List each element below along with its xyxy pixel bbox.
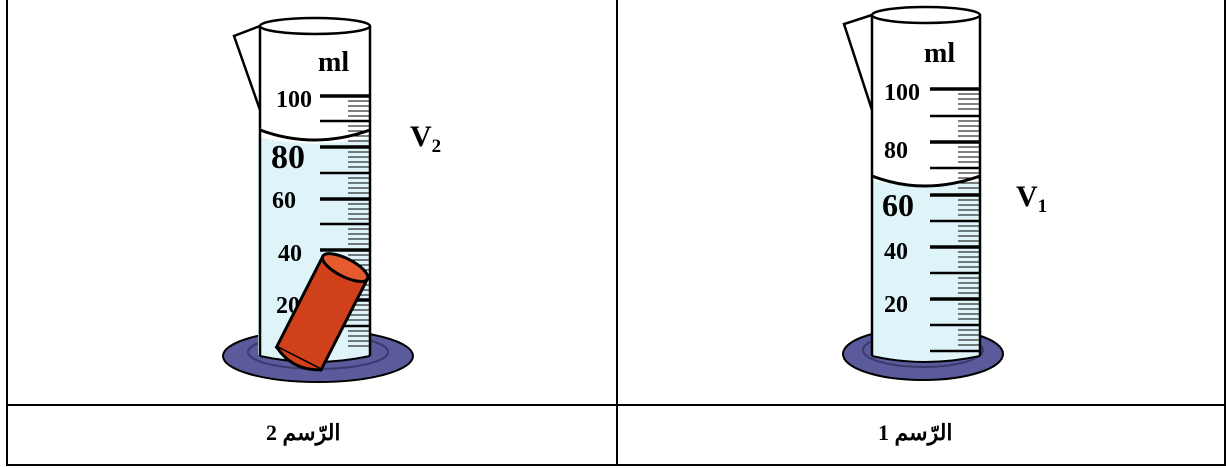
tick-label-80: 80 — [884, 138, 908, 164]
unit-label: ml — [924, 38, 955, 69]
graduated-cylinder-1: 100 80 60 40 20 ml V1 — [842, 5, 1047, 381]
caption-divider — [616, 404, 618, 464]
tick-label-100: 100 — [884, 80, 920, 106]
tick-label-20: 20 — [884, 292, 908, 318]
major-ticks — [930, 87, 980, 301]
meniscus — [871, 174, 981, 188]
volume-label-v1: V1 — [1016, 180, 1047, 217]
unit-label: ml — [318, 47, 349, 78]
tick-label-60: 60 — [272, 188, 296, 214]
caption-word: الرّسم — [894, 420, 953, 445]
tick-label-80: 80 — [271, 139, 305, 176]
submerged-object — [274, 252, 370, 372]
figure-1-cell: 100 80 60 40 20 ml V1 — [618, 0, 1224, 404]
tick-label-100: 100 — [276, 87, 312, 113]
cylinder-rim — [258, 16, 372, 36]
caption-word: الرّسم — [282, 420, 341, 445]
volume-label-v2: V2 — [410, 120, 441, 157]
cylinder-rim — [870, 5, 982, 25]
caption-figure-2: الرّسم 2 — [266, 420, 341, 446]
tick-label-40: 40 — [884, 239, 908, 265]
caption-number: 2 — [266, 420, 277, 445]
liquid — [872, 180, 980, 362]
caption-figure-1: الرّسم 1 — [878, 420, 953, 446]
graduated-cylinder-2: 100 80 60 40 20 ml V2 — [222, 16, 441, 383]
tick-label-60: 60 — [882, 187, 914, 223]
caption-number: 1 — [878, 420, 889, 445]
medium-ticks — [930, 114, 980, 353]
figure-table: 100 80 60 40 20 ml V2 — [6, 0, 1226, 466]
meniscus — [259, 128, 371, 142]
cylinder-spout — [842, 13, 874, 111]
figure-2-cell: 100 80 60 40 20 ml V2 — [8, 0, 618, 404]
minor-ticks — [958, 93, 980, 346]
cylinder-spout — [232, 24, 262, 111]
tick-label-40: 40 — [278, 241, 302, 267]
